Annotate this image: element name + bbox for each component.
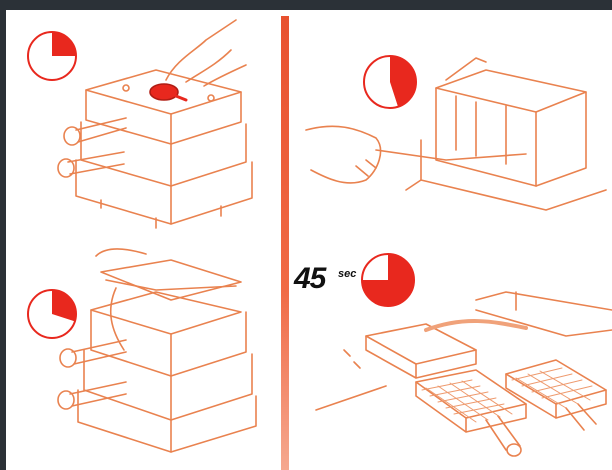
step-4-blocks-illustration [316, 292, 612, 456]
step-4-timer-icon [362, 254, 414, 306]
step-4-timer-value: 45 [294, 262, 325, 296]
step-3-timer-icon [28, 290, 76, 338]
step-3-lid-illustration [58, 249, 256, 452]
step-2-frame-illustration [306, 58, 606, 210]
step-1-timer-icon [28, 32, 76, 80]
illustration-canvas [6, 10, 612, 470]
step-2-timer-icon [364, 56, 416, 108]
step-1-press-illustration [58, 20, 252, 228]
step-1-dial-icon [150, 84, 186, 100]
instruction-frame: 45 sec [6, 10, 612, 470]
step-4-timer-unit: sec [338, 268, 356, 280]
